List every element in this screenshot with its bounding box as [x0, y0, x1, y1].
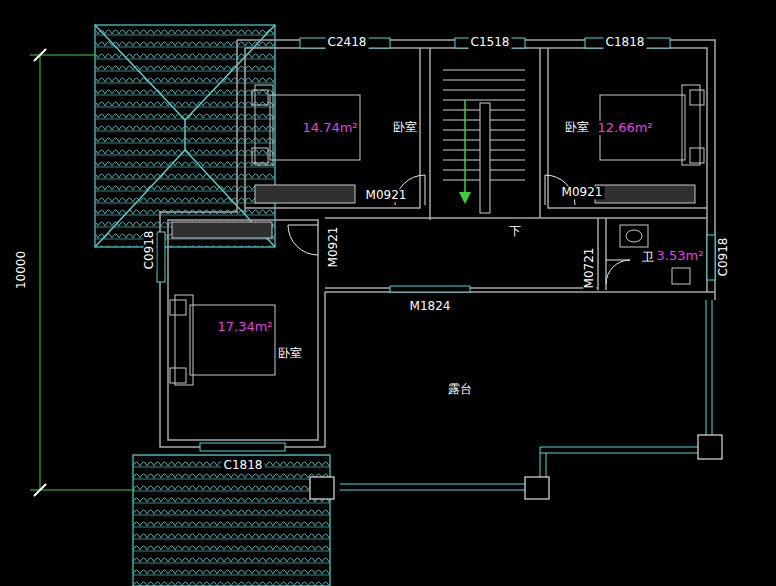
window-code: C1818	[222, 459, 265, 472]
room-name: 露台	[447, 383, 473, 396]
door-code: M1824	[408, 300, 453, 313]
bedroom: 17.34m² 卧室	[160, 213, 326, 445]
bathroom: 卫3.53m²	[598, 215, 715, 293]
door-code: M0921	[560, 186, 605, 199]
room-area: 12.66m²	[596, 121, 653, 135]
window-code: C2418	[326, 36, 369, 49]
dimension: 10000	[15, 249, 28, 291]
door-code: M0721	[583, 246, 596, 291]
room-area: 3.53m²	[656, 249, 705, 263]
room-name: 卫	[641, 251, 655, 264]
window-code: C0918	[143, 229, 156, 272]
room-name: 卧室	[564, 121, 590, 134]
room-name: 卧室	[392, 121, 418, 134]
stair-direction: 下	[507, 225, 523, 238]
room-area: 14.74m²	[301, 121, 358, 135]
room-area: 17.34m²	[216, 320, 273, 334]
door-code: M0921	[364, 189, 409, 202]
window-code: C0918	[717, 236, 730, 279]
window-code: C1518	[469, 36, 512, 49]
window-code: C1818	[604, 36, 647, 49]
terrace: 露台	[326, 293, 704, 483]
room-name: 卧室	[277, 347, 303, 360]
door-code: M0921	[327, 225, 340, 270]
